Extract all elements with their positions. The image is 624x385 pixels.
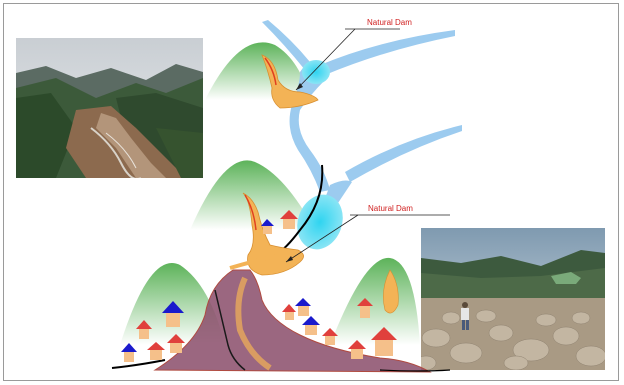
lower-right-hill <box>330 257 420 345</box>
middle-houses <box>261 210 298 234</box>
upper-dam-label: Natural Dam <box>367 18 412 27</box>
middle-hill <box>190 160 315 230</box>
riverbed-debris-image <box>421 228 605 370</box>
upper-hill <box>205 42 310 100</box>
upper-dam-lake <box>302 60 330 84</box>
base-river-line-right <box>379 369 451 372</box>
upper-landslide <box>261 54 319 109</box>
lower-dam-label: Natural Dam <box>368 204 413 213</box>
middle-river <box>320 125 462 215</box>
landslide-valley-image <box>16 38 203 178</box>
middle-landslide <box>242 192 304 276</box>
lower-dam-callout: Natural Dam <box>285 204 450 263</box>
base-river-line-left <box>111 359 166 369</box>
landslide-valley-photo <box>16 38 203 178</box>
main-landslide-flow <box>153 254 432 373</box>
person-figure <box>461 302 469 330</box>
right-hill-deposit <box>383 269 399 314</box>
lower-dam-lake <box>297 194 343 250</box>
riverbed-debris-photo <box>421 228 605 370</box>
upper-dam-callout: Natural Dam <box>295 18 412 91</box>
lower-houses <box>121 298 397 362</box>
